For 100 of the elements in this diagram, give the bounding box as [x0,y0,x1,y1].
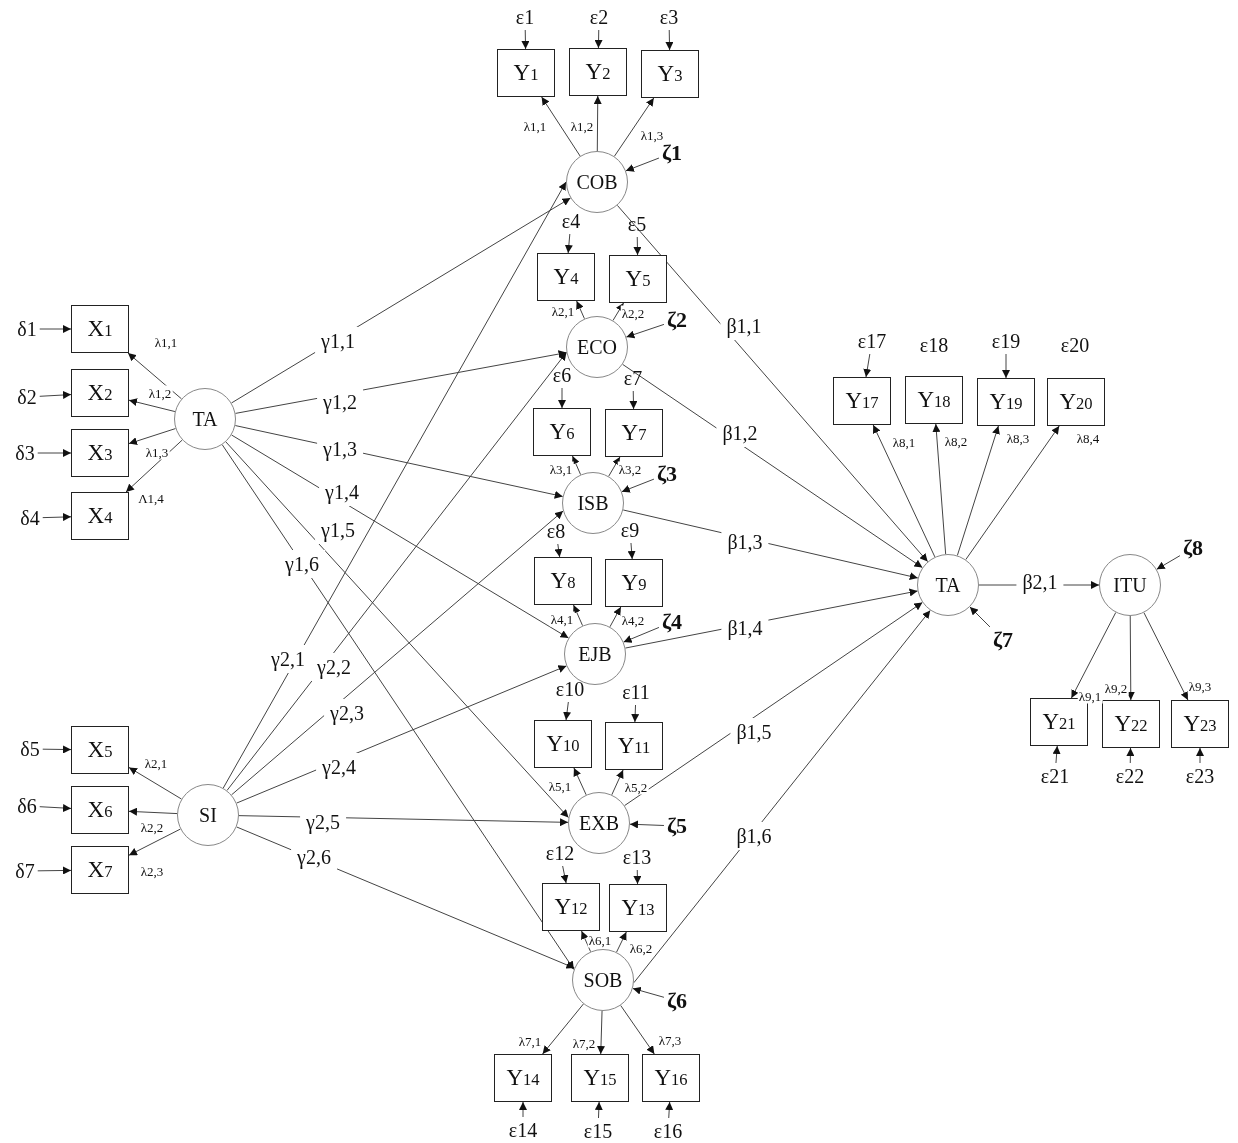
arrow [128,766,182,800]
error-term-label: ε5 [626,213,648,235]
error-term-label: ε14 [507,1119,539,1141]
edge-label: γ1,1 [315,327,361,355]
error-term-label: ε17 [856,330,888,352]
latent-variable-circle: ITU [1099,554,1161,616]
edge-label: λ2,2 [620,305,646,321]
arrow [222,181,567,789]
arrow [1126,615,1135,701]
arrow [39,325,72,333]
disturbance-label: ζ1 [660,141,684,165]
arrow [613,97,655,157]
arrow [128,807,178,816]
error-term-label: δ6 [16,795,38,817]
arrow [622,363,923,569]
error-term-label: δ7 [14,860,36,882]
arrow [932,423,947,555]
arrow [627,542,636,560]
arrow [632,986,665,998]
error-term-label: δ2 [16,386,38,408]
arrow [665,1101,674,1119]
arrow [625,157,660,172]
arrow [554,543,563,558]
edge-label: λ3,2 [617,461,643,477]
arrow [564,233,573,254]
arrow [558,387,566,409]
arrow [633,869,642,885]
arrow [231,434,569,639]
arrow [593,95,602,152]
arrow [633,236,642,256]
arrow [231,510,564,796]
arrow [631,704,640,723]
arrow [608,456,621,477]
arrow [1143,612,1189,701]
error-term-label: ε18 [919,335,949,355]
arrow [872,424,936,558]
arrow [581,930,592,953]
error-term-label: ε19 [990,330,1022,352]
arrow [519,1101,527,1118]
error-term-label: ε4 [560,210,582,232]
arrow [127,352,182,400]
arrow [633,609,931,984]
arrow [616,204,929,563]
arrow [621,478,655,493]
disturbance-label: ζ4 [660,610,684,634]
disturbance-label: ζ8 [1181,536,1205,560]
arrow [542,1003,584,1055]
arrow [37,866,72,875]
latent-variable-circle: TA [917,554,979,616]
arrow [1196,747,1204,764]
arrow [573,604,584,627]
disturbance-label: ζ5 [665,814,689,838]
arrow [616,931,627,953]
arrow [42,513,72,522]
arrow [629,820,665,829]
arrow [572,455,582,476]
arrow [612,302,625,321]
arrow [969,606,991,628]
error-term-label: δ3 [14,442,36,464]
arrow [521,29,530,50]
arrow [609,606,622,628]
arrow [563,701,572,721]
error-term-label: ε20 [1060,335,1090,355]
arrow [576,300,585,320]
error-term-label: ε22 [1114,765,1146,787]
arrow [1052,745,1061,764]
disturbance-label: ζ7 [991,628,1015,652]
arrow [629,390,638,410]
arrow [623,626,660,643]
error-term-label: δ1 [16,318,38,340]
error-term-label: δ4 [19,507,41,529]
arrow [624,601,923,807]
arrow [611,769,624,796]
arrow [1156,555,1181,570]
disturbance-label: ζ3 [655,462,679,486]
arrow [560,865,569,884]
arrow [625,323,665,339]
arrow [1070,612,1117,699]
arrow [39,804,72,812]
arrow [1002,353,1010,379]
error-term-label: ε3 [658,6,680,28]
arrow [573,767,587,796]
error-term-label: ε23 [1184,765,1216,787]
arrow [221,444,575,970]
arrow [128,398,176,413]
latent-variable-circle: SI [177,784,239,846]
arrow [125,439,183,493]
error-term-label: ε16 [652,1120,684,1142]
edge-label: λ3,1 [548,461,574,477]
arrow [128,428,176,445]
arrow [620,1004,655,1055]
arrow [956,425,1000,556]
latent-variable-circle: COB [566,151,628,213]
error-term-label: ε21 [1039,765,1071,787]
edge-label: λ1,2 [147,385,173,401]
arrow [665,29,674,51]
arrow [863,353,872,378]
arrow [594,1101,603,1119]
arrow [39,391,72,399]
edge-label: λ4,1 [549,611,575,627]
